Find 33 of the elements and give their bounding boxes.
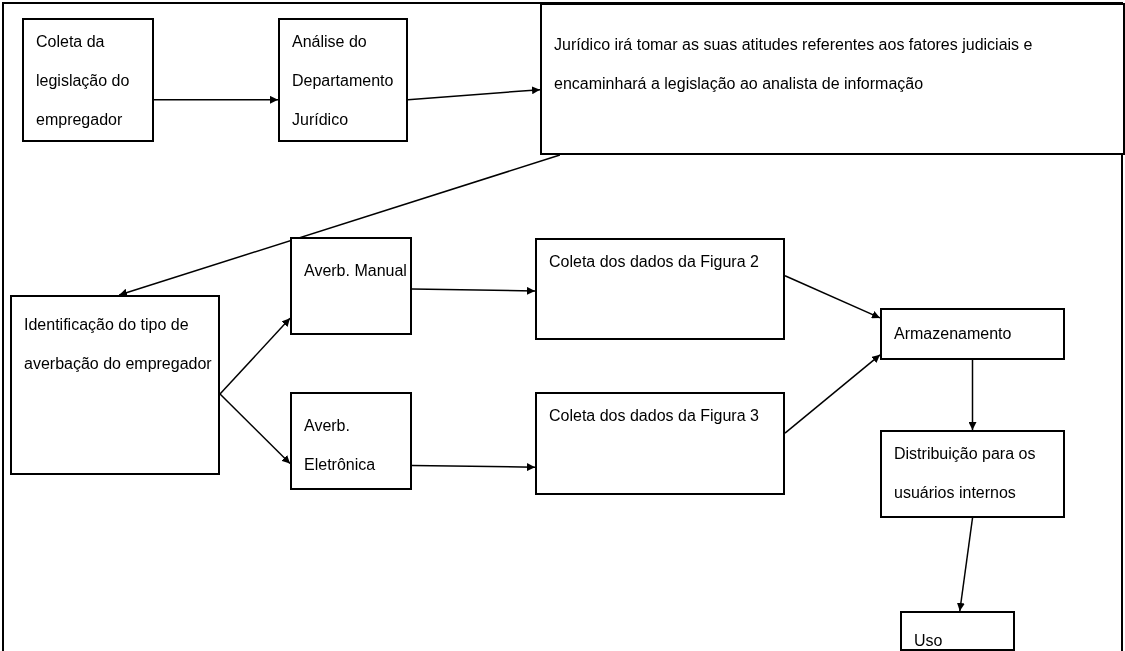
process-box xyxy=(900,611,1015,651)
box-text: Coleta dos dados da Figura 3 xyxy=(549,406,760,426)
process-box xyxy=(278,18,408,142)
arrow xyxy=(153,95,279,104)
process-box xyxy=(290,237,412,335)
arrow xyxy=(411,286,536,295)
process-box xyxy=(22,18,154,142)
box-text: Averb. Manual xyxy=(304,261,408,281)
arrow xyxy=(407,86,541,101)
arrow xyxy=(411,463,536,472)
arrow xyxy=(784,354,881,434)
box-text: Uso xyxy=(914,631,944,651)
box-text: Coleta dos dados da Figura 2 xyxy=(549,252,760,272)
box-text: Coleta da legislação do empregador xyxy=(36,32,131,130)
process-box xyxy=(540,3,1125,155)
process-box xyxy=(535,392,785,495)
process-box xyxy=(880,308,1065,360)
arrow xyxy=(956,517,974,612)
process-box xyxy=(10,295,220,475)
arrow xyxy=(219,317,291,395)
process-box xyxy=(880,430,1065,518)
box-text: Jurídico irá tomar as suas atitudes referentes aos fatores judiciais e encaminhará a legislação ao analista de informação xyxy=(554,35,1034,94)
box-text: Armazenamento xyxy=(894,324,1013,344)
box-text: Distribuição para os usuários internos xyxy=(894,444,1037,503)
arrow xyxy=(219,393,291,465)
process-box xyxy=(535,238,785,340)
box-text: Análise do Departamento Jurídico xyxy=(292,32,395,130)
arrow xyxy=(784,275,881,319)
arrow xyxy=(968,359,977,431)
box-text: Identificação do tipo de averbação do empregador xyxy=(24,315,213,374)
process-box xyxy=(290,392,412,490)
box-text: Averb. Eletrônica xyxy=(304,416,377,475)
arrow xyxy=(118,154,561,297)
